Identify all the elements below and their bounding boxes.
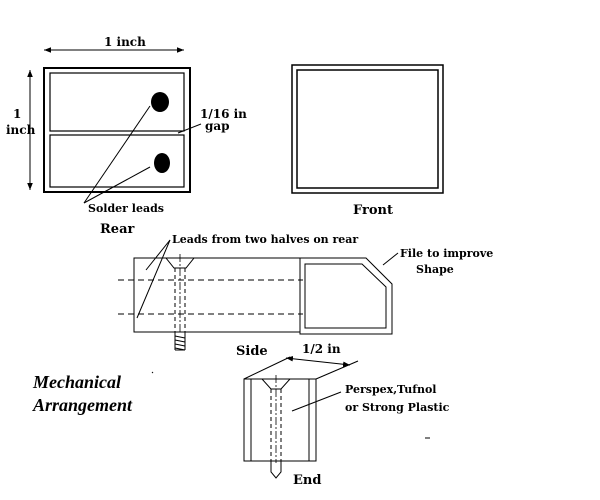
side-front-block-inner (304, 263, 387, 329)
material-label-1: Perspex,Tufnol (345, 383, 436, 396)
end-dim-ext-right (315, 360, 359, 380)
rear-view: 1 inch 1 inch 1/16 in gap Solder leads R… (6, 35, 247, 237)
rear-outer-frame (43, 67, 191, 193)
rear-height-label-2: inch (6, 123, 36, 137)
solder-leads-label: Solder leads (88, 202, 164, 215)
gap-label-1: 1/16 in (200, 107, 247, 121)
rear-width-label: 1 inch (104, 35, 146, 49)
solder-leader-lower (83, 166, 151, 204)
gap-leader-line (177, 123, 202, 134)
front-caption: Front (353, 203, 393, 218)
title-line-2: Arrangement (32, 395, 133, 415)
file-leader-line (382, 252, 399, 266)
side-body (133, 257, 301, 333)
rear-solder-dot-lower (154, 153, 170, 173)
title-line-1: Mechanical (32, 372, 121, 392)
front-outer-frame (291, 64, 444, 194)
end-caption: End (293, 473, 321, 488)
side-screw-thread (174, 332, 186, 351)
leads-leader-upper (145, 239, 171, 271)
rear-solder-dot-upper (151, 92, 169, 112)
end-body (243, 378, 317, 462)
end-screw-tip (270, 461, 282, 479)
material-leader-line (291, 391, 342, 412)
rear-height-label-1: 1 (13, 107, 21, 121)
front-inner-frame (296, 69, 439, 189)
end-width-label: 1/2 in (302, 342, 341, 356)
front-view: Front (291, 64, 444, 218)
gap-label-2: gap (205, 119, 230, 133)
leads-leader-lower (136, 239, 171, 319)
side-front-block-outer (299, 257, 393, 335)
side-view: Leads from two halves on rear File to im… (118, 233, 493, 359)
file-label-2: Shape (416, 263, 454, 276)
material-label-2: or Strong Plastic (345, 401, 450, 414)
end-dim-ext-left (243, 356, 291, 380)
leads-label: Leads from two halves on rear (172, 233, 358, 246)
solder-leader-upper (83, 105, 151, 204)
side-caption: Side (236, 344, 268, 359)
file-label-1: File to improve (400, 247, 493, 260)
side-screw-head (164, 257, 196, 269)
rear-upper-half (49, 72, 185, 132)
end-view: 1/2 in Perspex,Tufnol or Strong Plastic … (243, 342, 450, 488)
stray-dot (151, 371, 154, 374)
rear-caption: Rear (100, 222, 134, 237)
end-width-dimension (285, 355, 351, 368)
rear-lower-half (49, 134, 185, 188)
